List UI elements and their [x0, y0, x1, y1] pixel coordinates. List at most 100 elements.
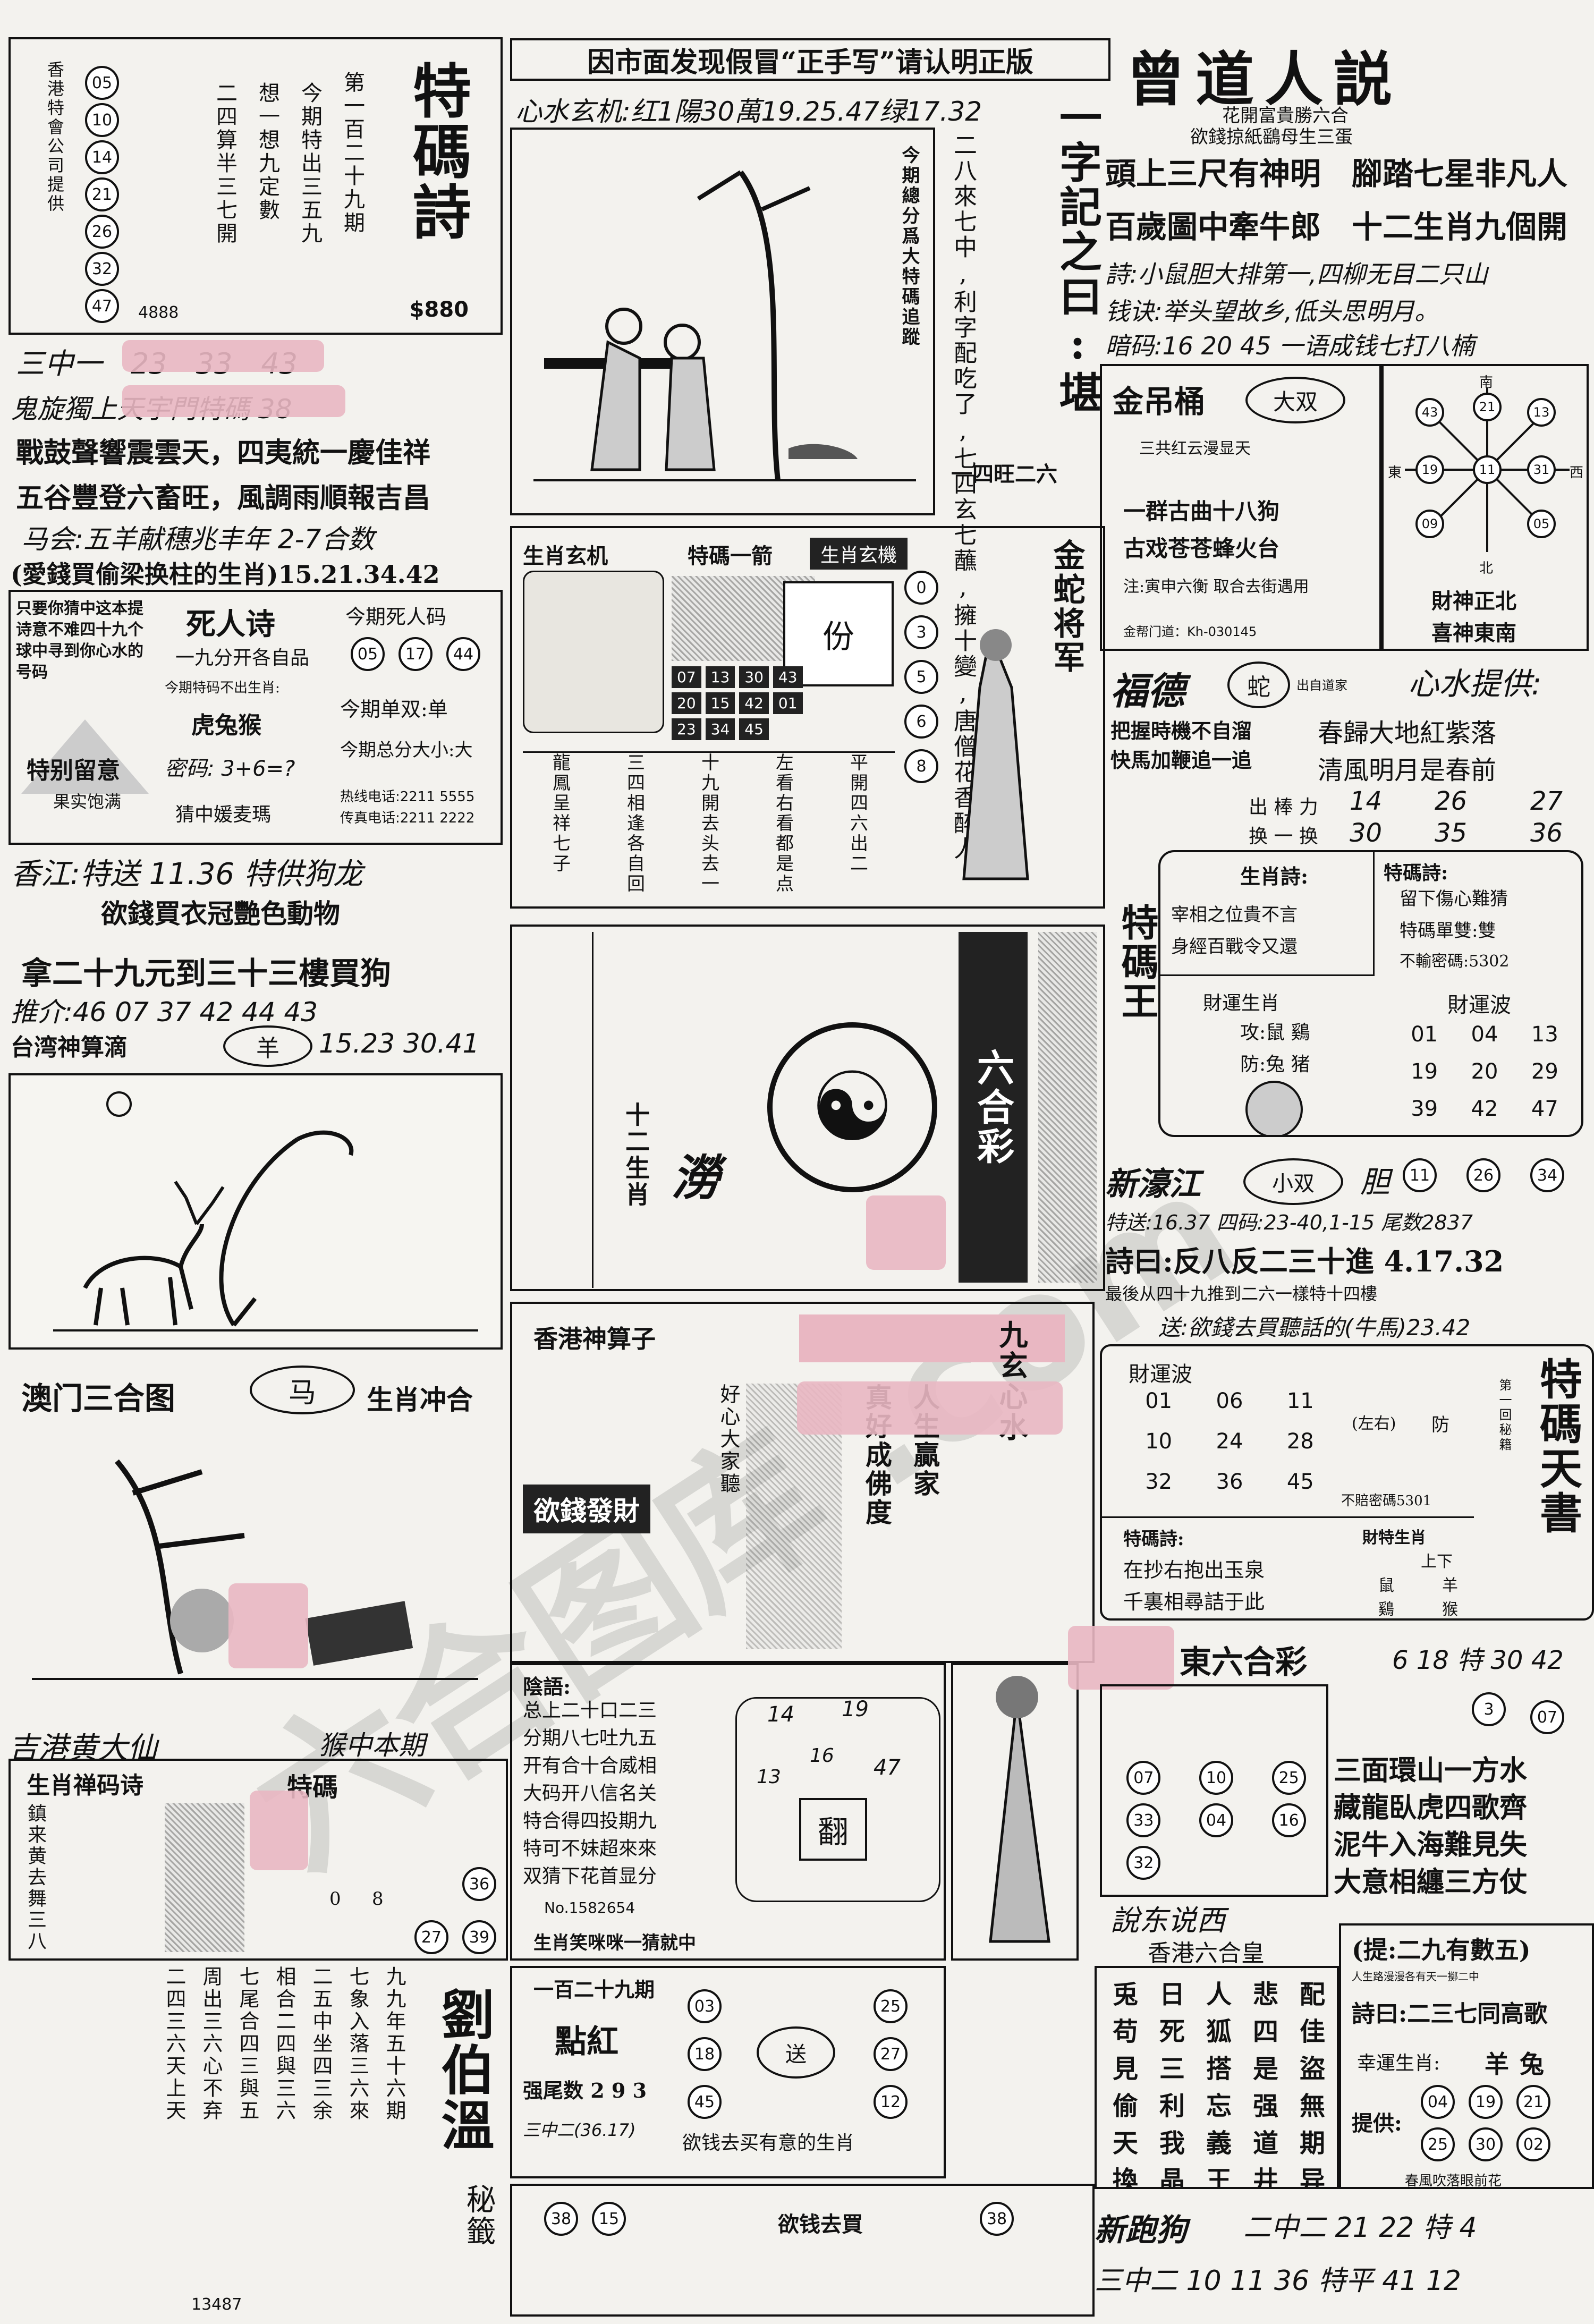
verse-cell: 配: [1299, 1980, 1325, 2009]
bagua-left-col: [518, 932, 593, 1288]
wave-num: 13: [1531, 1022, 1558, 1047]
three-two-bottom: 三中二 10 11 36 特平 41 12: [1095, 2265, 1462, 2297]
rule-line: 最後从四十九推到二六一樣特十四樓: [1105, 1284, 1378, 1304]
compass-ball: 21: [1473, 393, 1502, 421]
taiwan-nums: 15.23 30.41: [319, 1028, 480, 1059]
red-dot-panel: 一百二十九期 點紅 03 18 45 25 27 12 送 强尾数 2 9 3 …: [510, 1966, 946, 2178]
compass-ball: 05: [1527, 510, 1556, 538]
love-money-line: (愛錢買偷梁换柱的生肖)15.21.34.42: [11, 560, 440, 589]
grid-row: 特可不妹超來來: [523, 1838, 657, 1860]
harvest-verse: 五谷豐登六畜旺，風調雨順報吉昌: [16, 482, 431, 514]
snake-ball: 5: [904, 660, 938, 694]
serial-number: No.1582654: [544, 1899, 635, 1916]
death-poem-left-text: 只要你猜中这本提诗意不难四十九个球中寻到你心水的号码: [16, 599, 143, 682]
wave-num: 04: [1471, 1022, 1498, 1047]
wave-num: 32: [1145, 1470, 1173, 1494]
wealth-god: 財神正北: [1431, 589, 1516, 614]
catch-line: 把握時機不自溜: [1110, 719, 1252, 743]
tip-sub: 人生路漫漫各有天一擲二中: [1352, 1970, 1479, 1983]
compass-west: 西: [1570, 465, 1584, 481]
verse-cell: 晶: [1159, 2166, 1185, 2189]
recommend-line: 推介:46 07 37 42 44 43: [11, 997, 318, 1028]
grid-number: 07: [672, 666, 701, 688]
bagua-right-pattern: [1038, 932, 1097, 1283]
zodiac-right-title: 生肖玄機: [810, 538, 908, 570]
red-dot-issue: 一百二十九期: [533, 1978, 655, 2001]
hk-horse-title: 香港六合皇: [1148, 1940, 1265, 1967]
verse-cell: 我: [1159, 2128, 1185, 2158]
liuhe-banner: 六合彩: [959, 932, 1028, 1283]
life-code-title: 生肖禅码诗: [27, 1772, 143, 1799]
grid-row: 特合得四投期九: [523, 1810, 657, 1832]
vertical-poem: 二八來七中,利字配吃了,七四玄七蘸,擁十變,唐僧花香醉人: [949, 133, 977, 862]
attack-line: 攻:鼠 鷄: [1240, 1022, 1310, 1044]
tema-price: $880: [409, 298, 469, 322]
wave-num: 29: [1531, 1059, 1558, 1084]
row1-num: 14: [1350, 786, 1383, 816]
three-two-line: 三中二(36.17): [523, 2120, 636, 2140]
grid-number: 13: [705, 666, 735, 688]
snake-ball: 0: [904, 571, 938, 605]
hk-grid-ball: 33: [1126, 1803, 1161, 1837]
hk-grid-ball: 07: [1126, 1761, 1161, 1795]
verse-cell: 强: [1252, 2091, 1278, 2121]
life-ball: 36: [462, 1867, 496, 1901]
death-ball: 05: [351, 637, 385, 671]
bagua-diagram: ☯: [767, 1022, 937, 1192]
big-small: 今期总分大小:大: [340, 740, 473, 761]
zeng-poem-1: 頭上三尺有神明 腳踏七星非凡人: [1105, 156, 1568, 192]
grid-row: 总上二十口二三: [523, 1700, 657, 1721]
buy-clothes-line: 欲錢買衣冠艷色動物: [101, 898, 340, 929]
hidden-language-title: 陰語:: [523, 1675, 571, 1699]
row1-label: 出 棒 力: [1249, 796, 1318, 818]
special-triangle: [21, 719, 149, 794]
tianshu-divider: [1102, 1516, 1474, 1518]
grid-number: 43: [773, 666, 803, 688]
wealth-zodiac-item: 鼠: [1378, 1576, 1394, 1595]
new-haojiang-title: 新濠江: [1105, 1166, 1201, 1203]
red-dot-ball: 03: [688, 1989, 722, 2023]
wave-num: 01: [1411, 1022, 1438, 1047]
tema-code: 4888: [138, 303, 179, 322]
tema-poem-cell-v1: 留下傷心難猜: [1400, 888, 1508, 910]
new-dog-nums: 二中二 21 22 特 4: [1243, 2212, 1477, 2244]
hk-grid: 07 10 25 33 04 16 32: [1107, 1761, 1325, 1880]
center-lower-red-box: [799, 1314, 1065, 1362]
row1-num: 27: [1530, 786, 1563, 816]
zodiac-left-title: 生肖玄机: [523, 544, 608, 569]
life-code-card: 生肖禅码诗 鎮来黄去舞三八 十頭四尾一七 特碼 0 8 36 27 39: [9, 1759, 508, 1961]
verse-cell: 偷: [1112, 2091, 1138, 2121]
comic-caption: 今期總分爲大特碼追蹤: [898, 146, 920, 347]
coin-number: 14: [767, 1702, 794, 1727]
zeng-poem-2: 百歲圖中牽牛郎 十二生肖九個開: [1105, 209, 1568, 245]
hk-poem-b: 藏龍臥虎四歌齊: [1334, 1792, 1528, 1824]
send-oval: 送: [757, 2026, 835, 2079]
coin-number: 47: [874, 1755, 901, 1780]
tip-shi: 詩曰:二三七同高歌: [1352, 2000, 1548, 2028]
red-dot-ball: 18: [688, 2037, 722, 2071]
compass-ball: 09: [1415, 510, 1444, 538]
dan-ball: 26: [1466, 1158, 1500, 1192]
tema-poem-cell-v3: 不輸密碼:5302: [1400, 952, 1510, 971]
defend-line: 防:兔 猪: [1240, 1054, 1310, 1075]
tip-tigong: 提供:: [1352, 2111, 1402, 2136]
tema-line-2: 想一想九定數: [255, 82, 279, 222]
gold-bucket-tel: 金帮门道：Kh-030145: [1123, 624, 1257, 639]
grid-row: 开有合十合威相: [523, 1755, 657, 1777]
grid-number: 42: [739, 692, 769, 714]
verse-cell: 王: [1206, 2166, 1232, 2189]
tip-luck-val: 羊兔: [1485, 2050, 1555, 2079]
tip-ball: 04: [1421, 2085, 1455, 2119]
liu-bowen-title: 劉伯溫: [432, 1987, 495, 2153]
verse-cell: 期: [1299, 2128, 1325, 2158]
coin-number: 13: [757, 1766, 781, 1788]
bagua-tail: 澇: [672, 1150, 719, 1206]
one-word: 一字記之曰:堪: [1053, 96, 1103, 415]
verse-column: 左看右看都是点: [772, 753, 794, 894]
wealth-zodiac-item: 羊: [1442, 1576, 1458, 1595]
bottom-verse: 七象入落三六來: [346, 1966, 369, 2122]
grid-row: 双猜下花首显分: [523, 1865, 657, 1887]
tema-ball: 26: [85, 215, 119, 249]
redaction: [122, 340, 324, 372]
death-poem-animals: 虎兔猴: [191, 712, 261, 739]
